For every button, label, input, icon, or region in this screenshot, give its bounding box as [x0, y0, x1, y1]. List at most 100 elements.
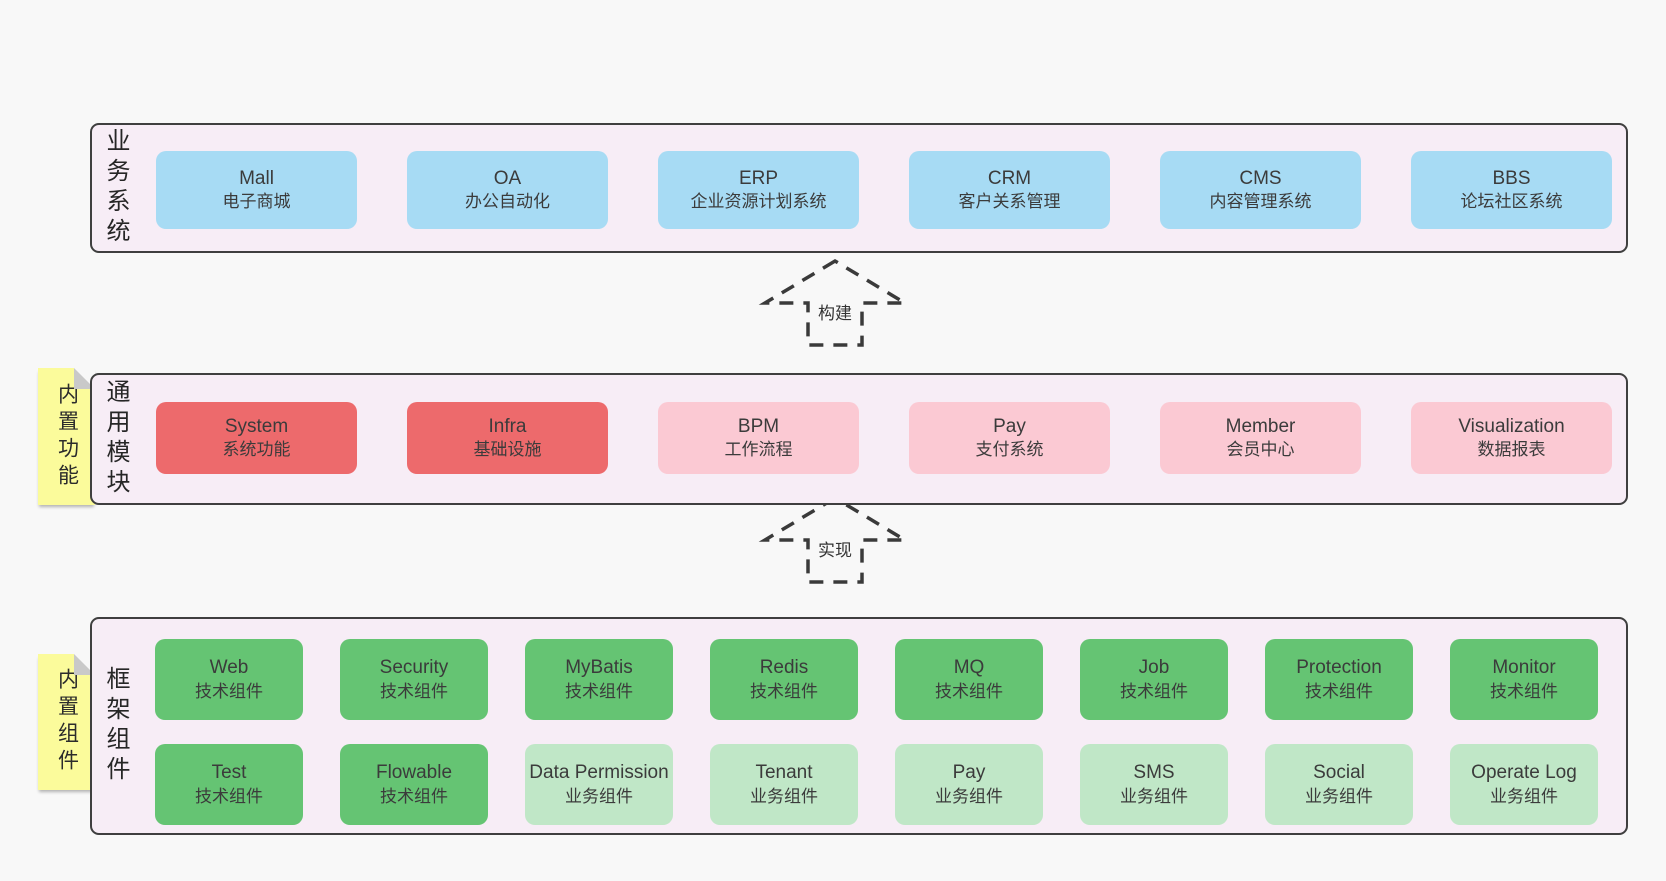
box-subtitle: 业务组件 [1120, 786, 1188, 806]
sticky-note-built-in-components: 内置组件 [38, 654, 95, 790]
arrow-build-label: 构建 [816, 299, 854, 324]
box-subtitle: 数据报表 [1477, 440, 1546, 460]
box-title: Pay [993, 415, 1026, 437]
box-mall: Mall 电子商城 [156, 151, 357, 229]
box-subtitle: 内容管理系统 [1209, 192, 1312, 212]
box-subtitle: 技术组件 [935, 681, 1003, 701]
panel-business-label: 业务系统 [102, 128, 129, 248]
box-subtitle: 论坛社区系统 [1460, 192, 1563, 212]
box-title: ERP [738, 167, 779, 189]
box-web: Web 技术组件 [155, 639, 303, 720]
box-title: Job [1138, 657, 1170, 679]
box-title: Tenant [755, 762, 813, 784]
box-subtitle: 技术组件 [1305, 681, 1373, 701]
framework-box-row-1: Web 技术组件 Security 技术组件 MyBatis 技术组件 Redi… [155, 639, 1598, 720]
box-title: CMS [1239, 167, 1282, 189]
box-subtitle: 技术组件 [380, 681, 448, 701]
box-title: System [224, 415, 289, 437]
panel-framework-components: 框架组件 Web 技术组件 Security 技术组件 MyBatis 技术组件… [90, 617, 1628, 835]
box-title: Redis [759, 657, 809, 679]
box-bpm: BPM 工作流程 [658, 402, 859, 474]
business-box-row: Mall 电子商城 OA 办公自动化 ERP 企业资源计划系统 CRM 客户关系… [156, 151, 1612, 229]
box-title: Monitor [1492, 657, 1556, 679]
box-title: BBS [1492, 167, 1531, 189]
box-operate-log: Operate Log 业务组件 [1450, 744, 1598, 825]
box-subtitle: 技术组件 [195, 786, 263, 806]
box-subtitle: 业务组件 [935, 786, 1003, 806]
box-flowable: Flowable 技术组件 [340, 744, 488, 825]
panel-common-modules: 通用模块 System 系统功能 Infra 基础设施 BPM 工作流程 Pay… [90, 373, 1628, 505]
box-title: OA [493, 167, 522, 189]
box-subtitle: 基础设施 [473, 440, 542, 460]
box-title: Protection [1296, 657, 1382, 679]
box-subtitle: 业务组件 [1305, 786, 1373, 806]
arrow-build-up: 构建 [755, 257, 915, 349]
box-bbs: BBS 论坛社区系统 [1411, 151, 1612, 229]
box-redis: Redis 技术组件 [710, 639, 858, 720]
box-subtitle: 电子商城 [222, 192, 291, 212]
box-title: Infra [488, 415, 527, 437]
box-mybatis: MyBatis 技术组件 [525, 639, 673, 720]
box-subtitle: 业务组件 [750, 786, 818, 806]
box-monitor: Monitor 技术组件 [1450, 639, 1598, 720]
box-title: CRM [987, 167, 1032, 189]
box-social: Social 业务组件 [1265, 744, 1413, 825]
box-subtitle: 办公自动化 [465, 192, 550, 212]
panel-framework-label: 框架组件 [102, 666, 129, 786]
sticky-note-label: 内置功能 [55, 382, 79, 491]
box-title: MQ [953, 657, 985, 679]
box-member: Member 会员中心 [1160, 402, 1361, 474]
box-subtitle: 技术组件 [380, 786, 448, 806]
box-infra: Infra 基础设施 [407, 402, 608, 474]
sticky-note-built-in-functions: 内置功能 [38, 368, 95, 505]
panel-modules-label: 通用模块 [102, 379, 129, 499]
box-security: Security 技术组件 [340, 639, 488, 720]
box-pay-module: Pay 支付系统 [909, 402, 1110, 474]
box-title: Mall [239, 167, 274, 189]
box-oa: OA 办公自动化 [407, 151, 608, 229]
box-subtitle: 技术组件 [195, 681, 263, 701]
box-subtitle: 支付系统 [975, 440, 1044, 460]
box-system: System 系统功能 [156, 402, 357, 474]
box-crm: CRM 客户关系管理 [909, 151, 1110, 229]
box-subtitle: 业务组件 [1490, 786, 1558, 806]
sticky-note-label: 内置组件 [55, 668, 79, 776]
box-sms: SMS 业务组件 [1080, 744, 1228, 825]
panel-business-systems: 业务系统 Mall 电子商城 OA 办公自动化 ERP 企业资源计划系统 CRM… [90, 123, 1628, 253]
box-subtitle: 系统功能 [222, 440, 291, 460]
box-subtitle: 业务组件 [565, 786, 633, 806]
box-title: Operate Log [1471, 762, 1577, 784]
dashed-up-arrow-icon [758, 258, 912, 347]
box-title: Data Permission [529, 762, 669, 784]
box-title: Security [379, 657, 449, 679]
box-data-permission: Data Permission 业务组件 [525, 744, 673, 825]
box-job: Job 技术组件 [1080, 639, 1228, 720]
box-title: Visualization [1458, 415, 1565, 437]
dashed-up-arrow-icon [758, 495, 912, 584]
framework-box-row-2: Test 技术组件 Flowable 技术组件 Data Permission … [155, 744, 1598, 825]
box-cms: CMS 内容管理系统 [1160, 151, 1361, 229]
box-subtitle: 会员中心 [1226, 440, 1295, 460]
box-erp: ERP 企业资源计划系统 [658, 151, 859, 229]
box-tenant: Tenant 业务组件 [710, 744, 858, 825]
box-title: Member [1225, 415, 1296, 437]
box-title: MyBatis [565, 657, 633, 679]
box-title: Test [211, 762, 247, 784]
box-title: BPM [737, 415, 780, 437]
box-mq: MQ 技术组件 [895, 639, 1043, 720]
box-test: Test 技术组件 [155, 744, 303, 825]
arrow-implement-label: 实现 [816, 536, 854, 561]
box-subtitle: 工作流程 [724, 440, 793, 460]
modules-box-row: System 系统功能 Infra 基础设施 BPM 工作流程 Pay 支付系统… [156, 402, 1612, 474]
box-title: SMS [1133, 762, 1175, 784]
box-pay-component: Pay 业务组件 [895, 744, 1043, 825]
box-title: Web [209, 657, 249, 679]
box-subtitle: 技术组件 [1490, 681, 1558, 701]
box-subtitle: 企业资源计划系统 [690, 192, 827, 212]
box-visualization: Visualization 数据报表 [1411, 402, 1612, 474]
box-subtitle: 技术组件 [565, 681, 633, 701]
box-subtitle: 客户关系管理 [958, 192, 1061, 212]
box-subtitle: 技术组件 [1120, 681, 1188, 701]
box-title: Social [1313, 762, 1365, 784]
